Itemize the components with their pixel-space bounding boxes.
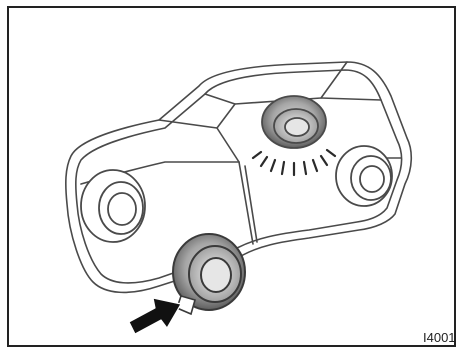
black-arrow-icon (129, 298, 181, 334)
front-right-wheel (173, 234, 245, 314)
radiating-lines-icon (253, 150, 335, 175)
figure-code: I40015 (423, 330, 456, 345)
front-left-wheel (81, 170, 145, 242)
figure-frame: I40015 (7, 6, 456, 347)
vehicle-diagram (9, 8, 456, 347)
rear-right-wheel (336, 146, 392, 206)
spare-tire (262, 96, 326, 148)
